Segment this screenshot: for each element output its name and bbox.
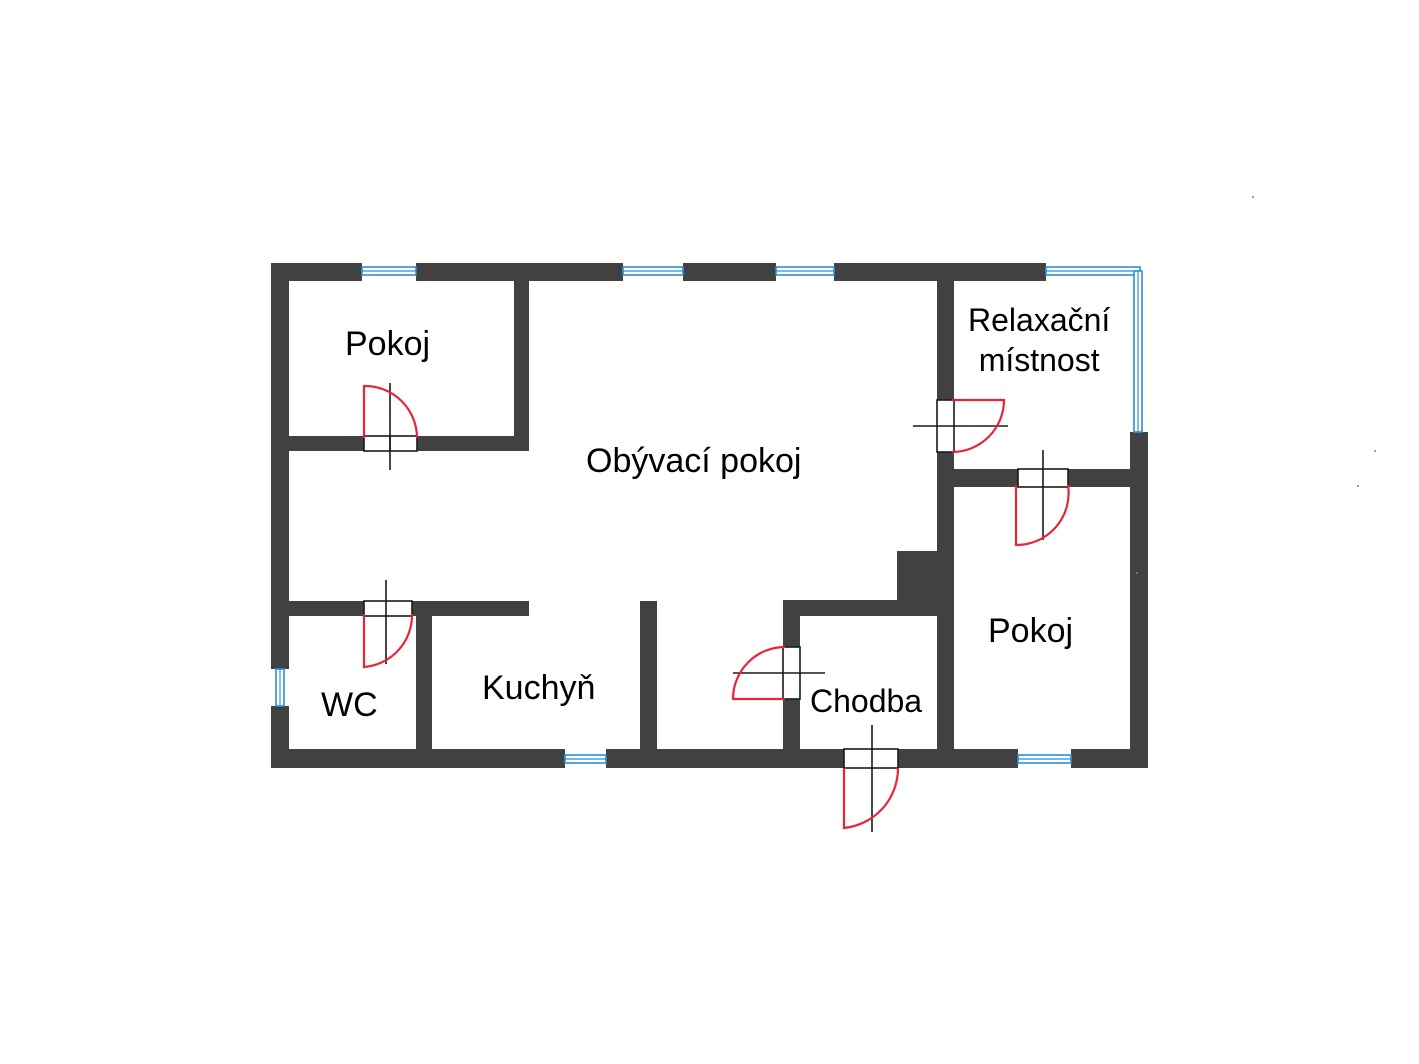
window-top-relax: [1045, 266, 1141, 276]
window-top-2: [622, 266, 684, 276]
wall-relax-left: [937, 263, 954, 768]
room-label-bedroom-left: Pokoj: [345, 325, 431, 363]
scan-specks: [1136, 196, 1376, 574]
door-wc: [362, 580, 414, 669]
room-label-relax-room: Relaxační místnost: [968, 302, 1111, 378]
room-label-wc: WC: [321, 686, 378, 724]
wall-kitchen-right: [640, 601, 657, 768]
wall-bedroom-left-right: [514, 263, 529, 451]
door-hallway: [731, 645, 825, 701]
room-label-hallway: Chodba: [810, 683, 923, 719]
room-label-kitchen: Kuchyň: [482, 669, 596, 707]
door-entrance: [842, 725, 900, 832]
windows: [275, 266, 1143, 764]
gap-entrance: [844, 749, 898, 768]
window-right-relax: [1133, 270, 1143, 433]
window-bottom-bedroom: [1017, 754, 1072, 764]
door-bedroom-right: [1014, 450, 1070, 547]
wall-top-1: [271, 263, 362, 281]
window-top-3: [775, 266, 835, 276]
wall-bottom-3: [898, 749, 1018, 768]
wall-top-3: [683, 263, 776, 281]
wall-chimney: [897, 551, 937, 616]
room-label-living-room: Obývací pokoj: [586, 442, 802, 480]
wall-right-lower: [1130, 432, 1148, 768]
door-bedroom-left: [362, 383, 419, 470]
door-relax: [913, 398, 1008, 454]
window-left-wc: [275, 668, 285, 707]
wall-wc-kitchen: [416, 601, 432, 768]
room-label-bedroom-right: Pokoj: [988, 612, 1074, 650]
window-top-1: [361, 266, 417, 276]
doors: [362, 383, 1070, 832]
wall-left-upper: [271, 263, 289, 669]
window-bottom-kitchen: [564, 754, 607, 764]
wall-bottom-4: [1071, 749, 1148, 768]
gap-wc: [364, 601, 412, 616]
